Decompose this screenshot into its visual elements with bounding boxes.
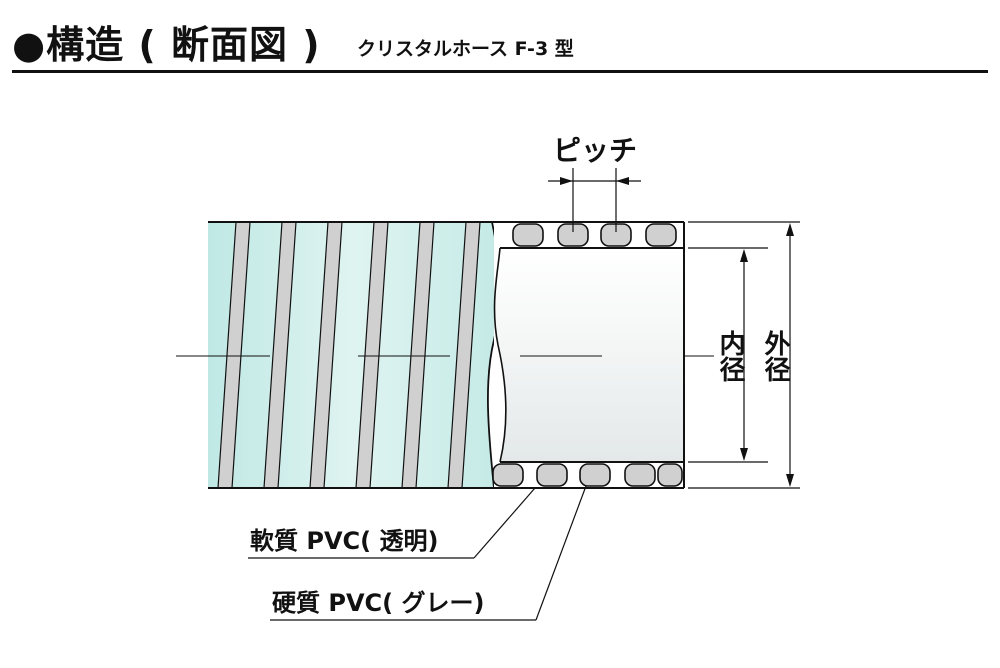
rib-sections-bottom bbox=[492, 463, 683, 487]
outer-diameter-dimension bbox=[688, 221, 800, 489]
spiral-ribs bbox=[217, 222, 481, 488]
inner-diameter-label: 内径 bbox=[715, 330, 745, 383]
pitch-dimension bbox=[548, 168, 641, 232]
soft-pvc-label: 軟質 PVC( 透明) bbox=[250, 527, 438, 555]
inner-diameter-dimension bbox=[688, 247, 768, 463]
header: ●構造 ( 断面図 ) クリスタルホース F-3 型 bbox=[12, 14, 992, 74]
hard-pvc-label: 硬質 PVC( グレー) bbox=[272, 589, 484, 617]
title-underline bbox=[12, 70, 988, 73]
pitch-label: ピッチ bbox=[553, 134, 637, 167]
hose-exterior bbox=[208, 221, 501, 489]
outer-diameter-label: 外径 bbox=[760, 330, 790, 383]
soft-pvc-callout bbox=[248, 487, 536, 559]
hose-section bbox=[492, 221, 685, 489]
hard-pvc-callout bbox=[270, 485, 587, 621]
page-title: ●構造 ( 断面図 ) bbox=[12, 23, 321, 67]
rib-sections-top bbox=[512, 223, 677, 247]
page-subtitle: クリスタルホース F-3 型 bbox=[357, 38, 574, 60]
